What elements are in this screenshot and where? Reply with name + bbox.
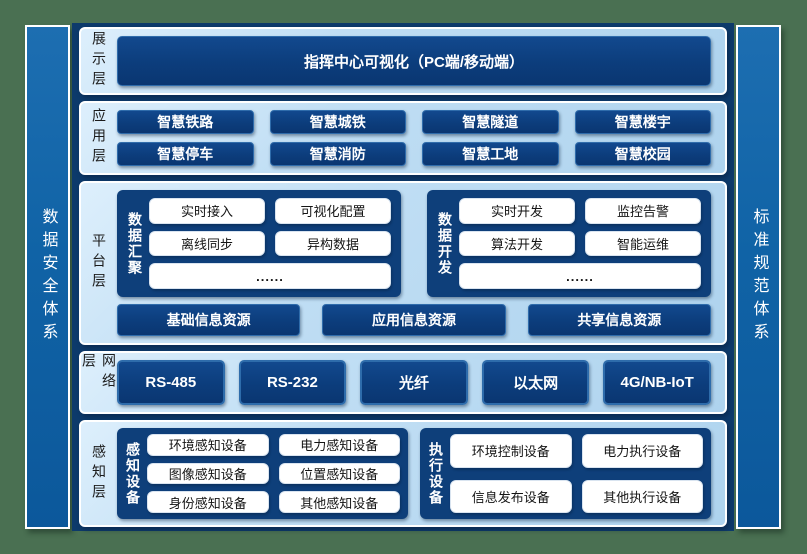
resource-box-0: 基础信息资源: [117, 304, 301, 336]
device-cell: 电力感知设备: [278, 434, 400, 456]
device-cell: 环境感知设备: [147, 434, 269, 456]
app-box-7: 智慧校园: [574, 142, 711, 166]
layer-platform: 平台层 数据汇聚 实时接入 可视化配置 离线同步 异构: [79, 181, 727, 345]
network-box-2: 光纤: [360, 360, 468, 405]
platform-cell-more: ......: [149, 263, 391, 289]
layer-network: 网络层 RS-485 RS-232 光纤 以太网 4G/NB-IoT: [79, 351, 727, 414]
app-box-1: 智慧城铁: [269, 110, 406, 134]
platform-cell: 实时接入: [149, 198, 265, 224]
group-perception-devices: 感知设备 环境感知设备 电力感知设备 图像感知设备 位置感知设备 身份感知设备 …: [117, 428, 408, 519]
network-content: RS-485 RS-232 光纤 以太网 4G/NB-IoT: [117, 353, 725, 412]
data-aggregation-grid: 实时接入 可视化配置 离线同步 异构数据 ......: [149, 198, 391, 289]
app-box-4: 智慧停车: [117, 142, 254, 166]
execution-devices-grid: 环境控制设备 电力执行设备 信息发布设备 其他执行设备: [450, 434, 703, 513]
network-box-1: RS-232: [238, 360, 347, 405]
platform-cell: 智能运维: [585, 230, 701, 257]
group-label-text: 执行设备: [428, 441, 444, 506]
group-execution-devices: 执行设备 环境控制设备 电力执行设备 信息发布设备 其他执行设备: [420, 428, 711, 519]
application-content: 智慧铁路 智慧城铁 智慧隧道 智慧楼宇 智慧停车 智慧消防 智慧工地 智慧校园: [117, 103, 725, 173]
device-cell: 信息发布设备: [450, 479, 572, 513]
platform-groups: 数据汇聚 实时接入 可视化配置 离线同步 异构数据 ......: [117, 190, 711, 297]
layer-label-platform: 平台层: [81, 183, 117, 343]
device-cell: 电力执行设备: [581, 434, 703, 468]
perception-devices-grid: 环境感知设备 电力感知设备 图像感知设备 位置感知设备 身份感知设备 其他感知设…: [147, 434, 400, 513]
network-box-3: 以太网: [481, 360, 590, 405]
network-box-4: 4G/NB-IoT: [603, 360, 711, 405]
platform-cell: 监控告警: [585, 198, 701, 224]
group-label-data-aggregation: 数据汇聚: [121, 198, 149, 289]
resource-box-1: 应用信息资源: [322, 304, 506, 336]
layer-label-presentation: 展示层: [81, 29, 117, 93]
right-pillar-standards: 标准规范体系: [736, 25, 781, 529]
layers-panel: 展示层 指挥中心可视化（PC端/移动端） 应用层 智慧铁路 智慧城铁 智慧隧道 …: [72, 23, 734, 531]
app-box-5: 智慧消防: [269, 142, 406, 166]
platform-cell-more: ......: [459, 263, 701, 289]
layer-label-text: 展示层: [91, 31, 107, 91]
app-box-3: 智慧楼宇: [574, 110, 711, 134]
group-label-perception-devices: 感知设备: [119, 434, 147, 513]
left-pillar-label: 数据安全体系: [39, 208, 57, 346]
layer-label-perception: 感知层: [81, 422, 117, 525]
platform-content: 数据汇聚 实时接入 可视化配置 离线同步 异构数据 ......: [117, 183, 725, 343]
group-label-text: 数据开发: [437, 211, 453, 276]
group-data-aggregation: 数据汇聚 实时接入 可视化配置 离线同步 异构数据 ......: [117, 190, 401, 297]
group-label-execution-devices: 执行设备: [422, 434, 450, 513]
platform-cell: 实时开发: [459, 198, 575, 224]
group-label-data-development: 数据开发: [431, 198, 459, 289]
device-cell: 图像感知设备: [147, 462, 269, 485]
layer-label-network: 网络层: [81, 353, 117, 412]
information-resources-row: 基础信息资源 应用信息资源 共享信息资源: [117, 304, 711, 336]
layer-label-application: 应用层: [81, 103, 117, 173]
platform-cell: 异构数据: [275, 230, 391, 257]
layer-label-text: 感知层: [91, 443, 107, 504]
left-pillar-data-security: 数据安全体系: [25, 25, 70, 529]
app-box-0: 智慧铁路: [117, 110, 254, 134]
device-cell: 身份感知设备: [147, 491, 269, 513]
layer-label-text: 平台层: [91, 233, 107, 293]
layer-perception: 感知层 感知设备 环境感知设备 电力感知设备 图像感知设备 位置感知设备 身份感…: [79, 420, 727, 527]
command-center-visualization-box: 指挥中心可视化（PC端/移动端）: [117, 36, 711, 86]
platform-cell: 离线同步: [149, 230, 265, 257]
platform-cell: 算法开发: [459, 230, 575, 257]
device-cell: 其他执行设备: [581, 479, 703, 513]
group-data-development: 数据开发 实时开发 监控告警 算法开发 智能运维 ......: [427, 190, 711, 297]
network-box-0: RS-485: [117, 360, 225, 405]
device-cell: 环境控制设备: [450, 434, 572, 468]
layer-presentation: 展示层 指挥中心可视化（PC端/移动端）: [79, 27, 727, 95]
app-box-2: 智慧隧道: [422, 110, 559, 134]
device-cell: 位置感知设备: [278, 462, 400, 485]
layer-application: 应用层 智慧铁路 智慧城铁 智慧隧道 智慧楼宇 智慧停车 智慧消防 智慧工地 智…: [79, 101, 727, 175]
application-grid: 智慧铁路 智慧城铁 智慧隧道 智慧楼宇 智慧停车 智慧消防 智慧工地 智慧校园: [117, 110, 711, 166]
device-cell: 其他感知设备: [278, 491, 400, 513]
resource-box-2: 共享信息资源: [527, 304, 711, 336]
group-label-text: 感知设备: [125, 441, 141, 506]
layer-label-text: 应用层: [91, 108, 107, 168]
right-pillar-label: 标准规范体系: [750, 208, 768, 346]
presentation-content: 指挥中心可视化（PC端/移动端）: [117, 29, 725, 93]
app-box-6: 智慧工地: [422, 142, 559, 166]
platform-cell: 可视化配置: [275, 198, 391, 224]
network-grid: RS-485 RS-232 光纤 以太网 4G/NB-IoT: [117, 360, 711, 405]
layer-label-text: 网络层: [81, 353, 117, 393]
perception-content: 感知设备 环境感知设备 电力感知设备 图像感知设备 位置感知设备 身份感知设备 …: [117, 422, 725, 525]
data-development-grid: 实时开发 监控告警 算法开发 智能运维 ......: [459, 198, 701, 289]
group-label-text: 数据汇聚: [127, 211, 143, 276]
